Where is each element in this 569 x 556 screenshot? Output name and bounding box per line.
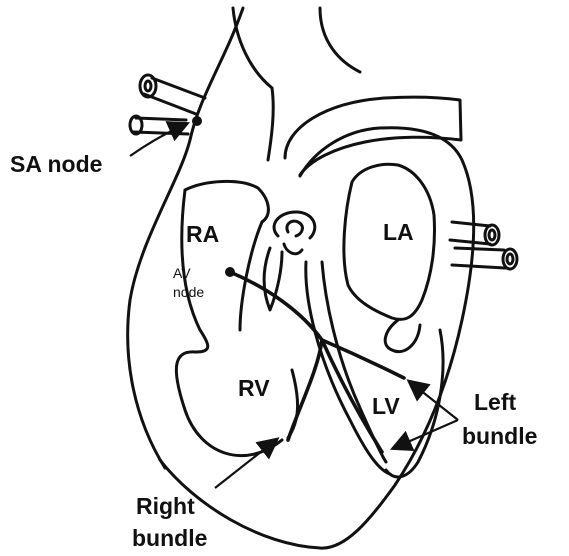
valve-stem	[284, 244, 302, 254]
aorta-inner-curve	[268, 88, 273, 160]
av-node-dot	[225, 267, 235, 277]
sa-node-dot	[192, 116, 202, 126]
left-bundle-label-line1: Left	[474, 389, 517, 415]
right-atrium-top	[185, 181, 268, 222]
av-node-label-line1: AV	[173, 265, 191, 281]
la-label: LA	[383, 219, 414, 245]
right-bundle-arrow	[215, 440, 276, 488]
valve-ring-inner	[287, 221, 303, 236]
right-vessel-lower	[452, 248, 517, 269]
left-bundle-label-line2: bundle	[462, 423, 537, 449]
right-bundle-branch	[288, 340, 322, 440]
sa-node-label: SA node	[10, 151, 102, 177]
mitral-leaflet	[385, 320, 420, 352]
left-bundle-branch-anterior	[322, 340, 404, 378]
right-bundle-label-line2: bundle	[132, 525, 207, 551]
lv-label: LV	[372, 393, 400, 419]
left-vessel-upper	[140, 75, 205, 114]
right-bundle-label-line1: Right	[136, 493, 195, 519]
sa-node-arrow	[130, 124, 186, 156]
av-node-label-line2: node	[173, 284, 204, 300]
aorta-right-wall	[320, 8, 360, 72]
rv-label: RV	[238, 375, 270, 401]
ra-label: RA	[186, 221, 219, 247]
left-vessel-lower	[130, 116, 188, 134]
valve-ring-outer	[274, 212, 315, 238]
